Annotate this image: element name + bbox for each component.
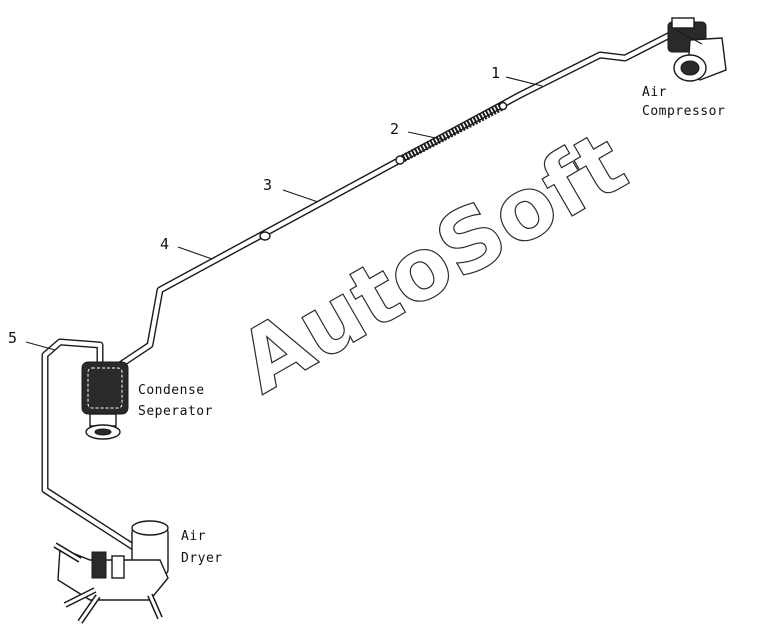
condense-separator-part	[81, 361, 129, 440]
pipe-dryer-route	[41, 338, 139, 552]
air-dryer-label-line2: Dryer	[181, 551, 223, 566]
condense-separator-label-line2: Seperator	[138, 404, 213, 419]
callout-3: 3	[263, 176, 272, 194]
watermark-text: AutoSoft	[223, 113, 643, 413]
pipe-coupling	[259, 231, 271, 241]
flexible-hose-section	[395, 101, 508, 165]
callout-5: 5	[8, 329, 17, 347]
condense-separator-label-line1: Condense	[138, 383, 205, 398]
air-dryer-part	[53, 520, 169, 624]
air-compressor-label-line2: Compressor	[642, 104, 725, 119]
air-compressor-part	[667, 17, 727, 82]
callout-2: 2	[390, 120, 399, 138]
callout-leaders	[25, 76, 543, 351]
callout-1: 1	[491, 64, 500, 82]
air-dryer-label-line1: Air	[181, 529, 206, 544]
callout-4: 4	[160, 235, 169, 253]
air-compressor-label-line1: Air	[642, 85, 667, 100]
